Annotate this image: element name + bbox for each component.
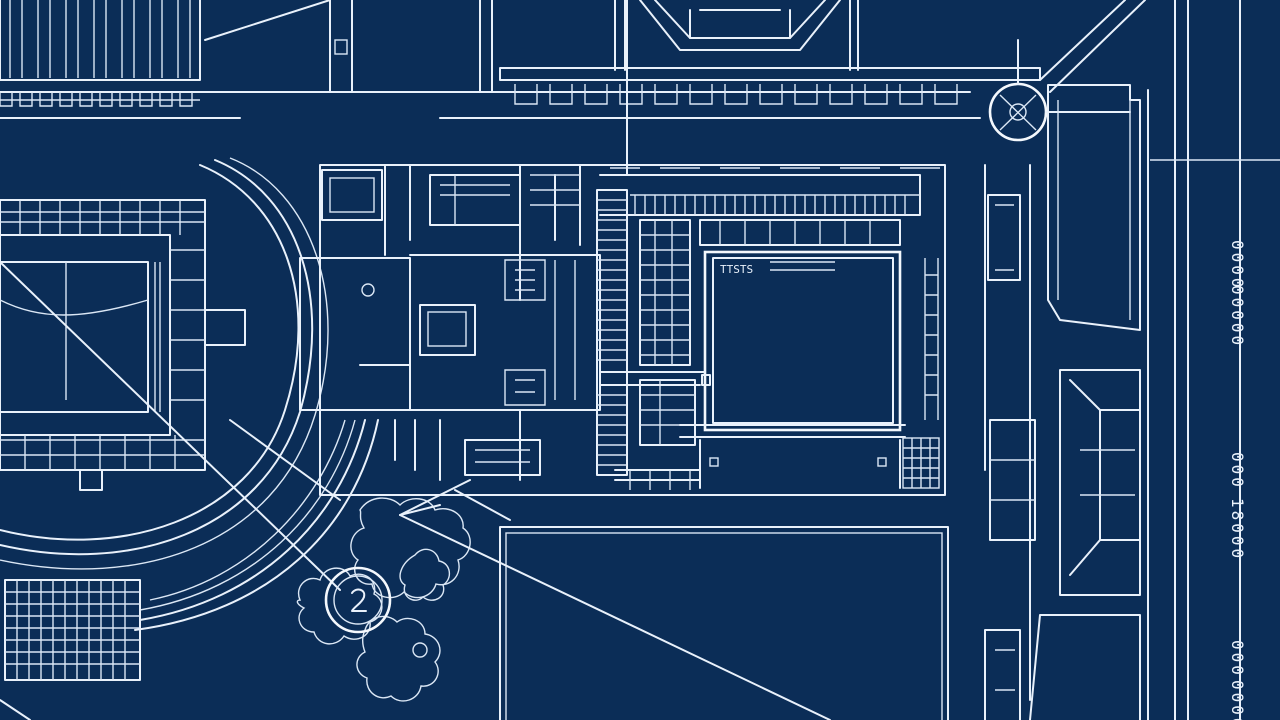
top-crenellation bbox=[0, 84, 958, 107]
arena-field bbox=[0, 261, 149, 413]
margin-label-5: 000 bbox=[1228, 640, 1247, 678]
complex-outline bbox=[319, 164, 946, 496]
top-building-block bbox=[0, 0, 1041, 119]
lower-plot bbox=[399, 514, 949, 720]
complex-cornice bbox=[599, 167, 940, 246]
garden-fountain bbox=[296, 479, 511, 702]
ribbed-stair-block bbox=[596, 189, 696, 476]
margin-label-2: 00000 bbox=[1228, 285, 1247, 348]
top-left-columns bbox=[9, 0, 191, 78]
diagonal-sightline bbox=[399, 514, 831, 720]
margin-label-6: 0000 bbox=[1228, 680, 1247, 720]
margin-label-4: 18000 bbox=[1228, 498, 1247, 561]
main-hall: TTSTS bbox=[679, 250, 940, 489]
right-margin-lines bbox=[1147, 0, 1280, 720]
diagonal-road bbox=[988, 0, 1146, 142]
circular-arena bbox=[0, 157, 379, 631]
margin-label-3: 000 bbox=[1228, 452, 1247, 490]
fountain-circle bbox=[324, 566, 392, 634]
right-side-structures bbox=[984, 84, 1141, 720]
hall-label: TTSTS bbox=[720, 263, 753, 276]
margin-labels: 0000 00000 000 18000 000 0000 bbox=[1228, 240, 1247, 720]
margin-label-1: 0000 bbox=[1228, 240, 1247, 291]
central-complex: TTSTS bbox=[299, 164, 946, 496]
bottom-left-grid bbox=[0, 579, 141, 720]
